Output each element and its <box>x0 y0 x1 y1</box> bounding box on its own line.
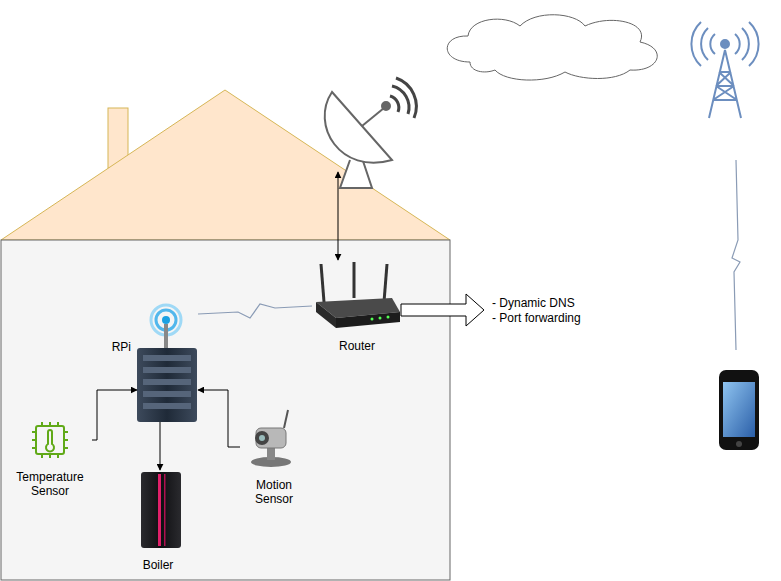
motion-sensor-icon <box>251 410 291 467</box>
phone <box>719 370 759 450</box>
device-node: Router <box>312 262 402 354</box>
satellite-dish <box>325 78 417 188</box>
wireless-link <box>732 160 740 350</box>
router-icon <box>316 262 400 328</box>
device-node: Boiler <box>128 470 188 575</box>
roof <box>1 90 450 240</box>
cell-tower <box>691 22 758 118</box>
arrow-connector <box>198 390 240 447</box>
temperature-sensor-icon <box>32 422 68 458</box>
device-label: Router <box>312 339 402 353</box>
arrow-connector <box>160 422 161 470</box>
device-label: Temperature Sensor <box>8 470 92 498</box>
note-text: - Dynamic DNS <box>492 296 575 310</box>
device-label: Boiler <box>128 558 188 572</box>
note-text: - Port forwarding <box>492 311 581 325</box>
device-label: Motion Sensor <box>244 478 304 506</box>
boiler-icon <box>141 472 181 548</box>
device-label: RPi <box>91 340 131 354</box>
block-arrow <box>401 294 484 326</box>
house-body <box>1 240 450 580</box>
uplink-arrow <box>338 172 339 260</box>
cloud <box>447 15 657 80</box>
rpi-icon <box>137 305 197 422</box>
device-node: RPi <box>137 300 198 422</box>
arrow-connector <box>92 390 137 440</box>
device-node: Motion Sensor <box>240 404 304 510</box>
device-node: Temperature Sensor <box>8 418 92 500</box>
wireless-link <box>198 304 312 318</box>
